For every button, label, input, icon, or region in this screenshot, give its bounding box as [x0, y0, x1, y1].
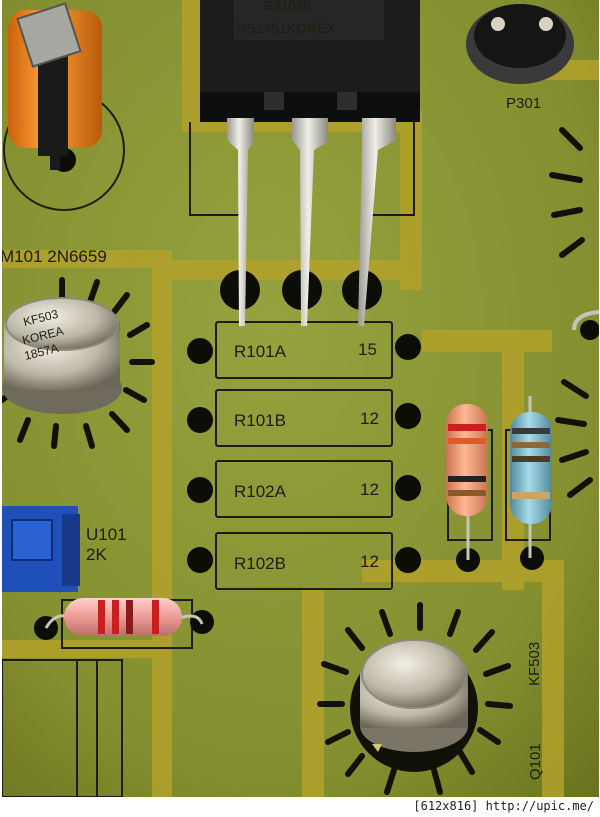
power-transistor: SS1028 DS1451KOREX	[200, 0, 420, 122]
image-credit-text: [612x816] http://upic.me/	[413, 799, 594, 813]
trimmer-ref-label: P301	[506, 95, 541, 112]
resistor-ref: R102B	[234, 554, 286, 573]
transistor-leads	[227, 118, 396, 326]
heatsink-pattern-right	[549, 127, 593, 498]
trim-pot-value-label: 2K	[86, 545, 107, 564]
resistor-slot-r102a: R102A 12	[234, 480, 379, 501]
resistor-ref: R102A	[234, 482, 287, 501]
q101-part-label: KF503	[526, 642, 543, 686]
resistor-slot-r101b: R101B 12	[234, 409, 379, 430]
transistor-can-q101	[350, 639, 478, 772]
pcb-photo: SS1028 DS1451KOREX P301 KF503 KOREA 1857…	[2, 0, 599, 797]
resistor-value: 15	[358, 340, 377, 359]
trim-pot-u101: U101 2K	[2, 506, 127, 592]
resistor-value: 12	[360, 409, 379, 428]
silkscreen-outlines	[2, 89, 551, 797]
transistor-marking-bottom: DS1451KOREX	[236, 20, 336, 36]
resistor-ref: R101B	[234, 411, 286, 430]
electrolytic-capacitor	[8, 2, 102, 170]
resistor-vertical-salmon	[446, 404, 488, 560]
transistor-can-m101: KF503 KOREA 1857A	[2, 297, 122, 414]
resistor-slot-r101a: R101A 15	[234, 340, 377, 361]
trim-pot-ref-label: U101	[86, 525, 127, 544]
resistor-value: 12	[360, 552, 379, 571]
resistor-ref: R101A	[234, 342, 287, 361]
resistor-value: 12	[360, 480, 379, 499]
resistor-vertical-blue	[510, 396, 552, 558]
resistor-slot-r102b: R102B 12	[234, 552, 379, 573]
heatsink-pattern-q101	[317, 602, 513, 795]
trimmer-p301: P301	[466, 4, 574, 112]
q101-ref-label: Q101	[527, 743, 544, 780]
resistor-horizontal	[44, 598, 204, 636]
transistor-marking-top: SS1028	[264, 0, 310, 13]
m101-label: M101 2N6659	[2, 247, 107, 266]
image-credit-bar: [612x816] http://upic.me/	[0, 797, 600, 817]
component-lead-right	[572, 310, 599, 331]
